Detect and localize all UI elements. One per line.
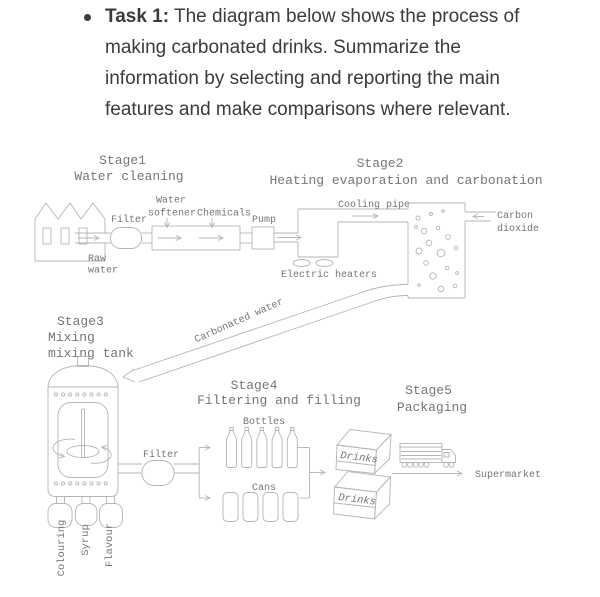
filter2-label: Filter <box>143 449 179 461</box>
bottles-label: Bottles <box>243 416 285 428</box>
drinks-box-bottom-icon: Drinks <box>333 471 392 521</box>
drinks-box-top-icon: Drinks <box>335 429 392 475</box>
stage4-subtitle: Filtering and filling <box>197 393 361 408</box>
bullet-icon <box>84 14 91 21</box>
softener-tank-icon <box>151 218 241 251</box>
flavour-container-icon <box>99 503 123 528</box>
stirrer-icon <box>52 408 112 464</box>
carbon-dioxide-label-2: dioxide <box>497 223 539 235</box>
stage1-title: Stage1 <box>99 153 146 168</box>
syrup-container-icon <box>75 503 98 526</box>
rivets-icon <box>53 392 108 486</box>
electric-heaters-label: Electric heaters <box>281 269 377 281</box>
carbonated-water-label: Carbonated water <box>193 296 286 346</box>
task-line-4: features and make comparisons where rele… <box>105 99 511 120</box>
syrup-label: Syrup <box>80 524 92 556</box>
task-line-1: Task 1: The diagram below shows the proc… <box>105 1 519 32</box>
truck-icon <box>399 443 456 468</box>
water-softener-label-2: softener <box>148 208 196 220</box>
stage4-group: Stage4 Filtering and filling Bottles Can… <box>197 378 361 522</box>
task-label: Task 1: <box>105 6 170 27</box>
flavour-label: Flavour <box>104 523 116 567</box>
carbon-dioxide-label-1: Carbon <box>497 210 533 222</box>
mixing-tank-icon <box>47 356 123 528</box>
filter1-label: Filter <box>111 214 147 226</box>
raw-water-label-1: Raw <box>88 254 106 265</box>
bubbles-icon <box>414 209 459 293</box>
raw-water-pipe <box>75 232 111 244</box>
pump-label: Pump <box>252 215 276 226</box>
factory-icon <box>34 202 106 262</box>
stage1-subtitle: Water cleaning <box>74 169 183 184</box>
stage5-subtitle: Packaging <box>397 400 467 415</box>
truck-wheels-icon <box>401 461 455 468</box>
stage2-title: Stage2 <box>357 156 404 171</box>
stage5-group: Stage5 Packaging Drinks Drinks <box>333 383 541 521</box>
heater-coil-icon <box>292 259 311 267</box>
colouring-label: Colouring <box>56 520 68 577</box>
task-line-3: information by selecting and reporting t… <box>105 68 501 89</box>
carbonated-water-pipe <box>122 284 409 383</box>
cans-icon <box>222 492 299 522</box>
cans-label: Cans <box>252 483 276 494</box>
raw-water-label-2: water <box>88 266 118 277</box>
stage2-group: Stage2 Heating evaporation and carbonati… <box>122 156 543 383</box>
filter2-icon <box>141 460 175 486</box>
drinks-label-1: Drinks <box>340 450 379 467</box>
bottles-icon <box>226 427 298 468</box>
water-softener-label-1: Water <box>156 196 186 207</box>
stage3-subtitle-1: Mixing <box>48 330 95 345</box>
stage3-title: Stage3 <box>57 314 104 329</box>
heater-coil-icon <box>315 259 334 267</box>
cooling-pipe-label: Cooling pipe <box>338 199 410 211</box>
stage3-group: Stage3 Mixing mixing tank <box>47 314 200 577</box>
task-line-2: making carbonated drinks. Summarize the <box>105 37 461 58</box>
stage5-title: Stage5 <box>405 383 452 398</box>
pump-icon <box>251 226 275 250</box>
stage3-subtitle-2: mixing tank <box>48 346 134 361</box>
co2-inlet-pipe <box>465 211 496 222</box>
stage4-title: Stage4 <box>231 378 278 393</box>
task-line-1-text: The diagram below shows the process of <box>169 6 520 27</box>
heating-vessel-icon <box>292 208 408 267</box>
stage2-subtitle: Heating evaporation and carbonation <box>269 173 542 188</box>
filling-merge-pipes <box>297 447 327 499</box>
chemicals-label: Chemicals <box>197 208 251 220</box>
drinks-label-2: Drinks <box>338 492 377 509</box>
colouring-container-icon <box>47 503 73 528</box>
stage1-group: Stage1 Water cleaning Raw water Filter W… <box>34 153 303 277</box>
filling-split-pipes <box>198 444 212 501</box>
carbonation-tank-icon <box>407 202 466 299</box>
filter1-icon <box>110 227 142 249</box>
supermarket-label: Supermarket <box>475 469 541 481</box>
